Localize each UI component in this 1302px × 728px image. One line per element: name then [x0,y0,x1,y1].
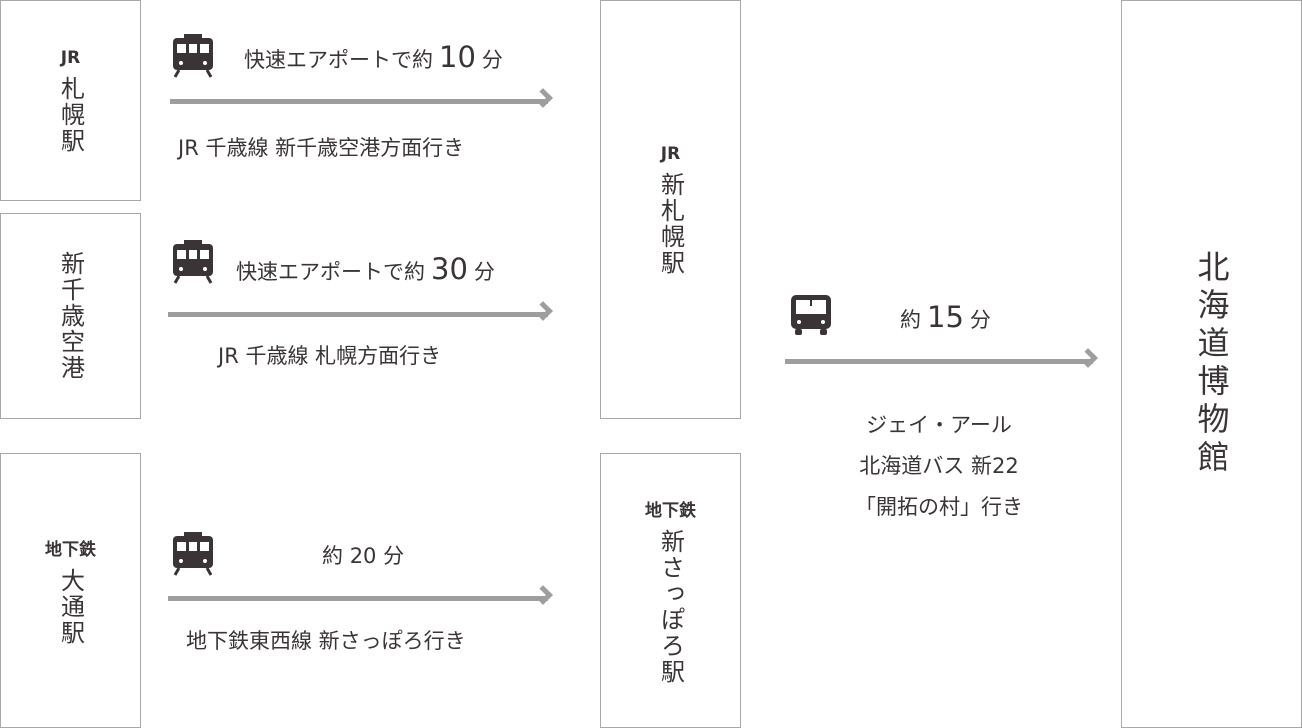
station-jr-sapporo: JR 札幌駅 [0,0,141,201]
bus-icon [791,295,831,335]
station-name: 札幌駅 [56,75,85,154]
train-icon [173,240,213,284]
bus-destination: 「開拓の村」行き [855,495,1023,519]
bus-company: ジェイ・アール [866,413,1012,437]
bus-route: 北海道バス 新22 [859,454,1019,478]
route-line: JR 千歳線 新千歳空港方面行き [178,136,465,160]
route-line: 地下鉄東西線 新さっぽろ行き [186,629,466,653]
station-jr-shin-sapporo: JR 新札幌駅 [600,0,741,419]
station-label: 地下鉄 [45,540,96,560]
station-shin-sapporo-subway: 地下鉄 新さっぽろ駅 [600,453,741,728]
bus-line: ジェイ・アール 北海道バス 新22 「開拓の村」行き [785,405,1093,528]
train-icon [173,34,213,78]
route-duration: 約 20 分 [322,544,405,568]
station-label: JR [60,47,81,68]
station-name: 大通駅 [56,568,85,646]
station-odori: 地下鉄 大通駅 [0,453,141,728]
station-name: 新札幌駅 [656,171,685,276]
station-name: 新千歳空港 [56,251,85,381]
arrow-icon [168,312,548,317]
destination-name: 北海道博物館 [1192,250,1231,478]
arrow-icon [785,359,1093,364]
arrow-icon [168,596,548,601]
station-label: JR [660,143,681,164]
station-label: 地下鉄 [645,501,696,521]
arrow-icon [170,99,548,104]
train-icon [173,532,213,576]
station-new-chitose-airport: 新千歳空港 [0,213,141,419]
route-line: JR 千歳線 札幌方面行き [218,344,442,368]
station-name: 新さっぽろ駅 [656,529,685,685]
destination-museum: 北海道博物館 [1121,0,1302,728]
